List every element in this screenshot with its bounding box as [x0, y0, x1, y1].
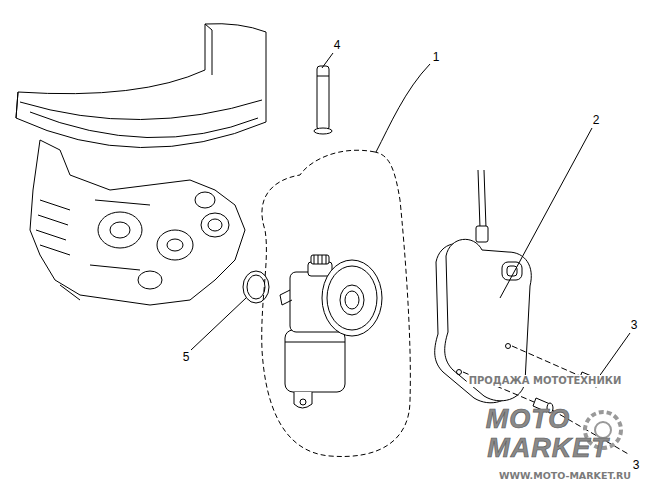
engine-boss	[98, 212, 142, 248]
pin-groove	[317, 76, 329, 77]
carb-bore	[345, 291, 359, 309]
cover-slot	[502, 262, 522, 280]
pin-flange	[314, 128, 332, 134]
carb-bore	[340, 285, 364, 315]
engine-block	[30, 140, 245, 305]
leader-line	[376, 64, 430, 152]
watermark-url: WWW.MOTO-MARKET.RU	[498, 470, 632, 482]
engine-fin	[36, 200, 70, 255]
engine-port	[201, 213, 229, 237]
float-bowl	[285, 330, 345, 392]
cable-sleeve	[476, 226, 488, 242]
carb-flange	[322, 260, 382, 336]
shroud	[16, 24, 266, 148]
engine-boss	[167, 239, 183, 251]
callout-number: 2	[592, 114, 601, 126]
engine-line	[60, 200, 150, 300]
float-bowl-rim	[285, 342, 345, 343]
engine-boss	[138, 271, 162, 289]
watermark-logo: MARKET	[487, 435, 609, 462]
carb-lever	[280, 290, 292, 305]
group-outline	[262, 150, 411, 456]
drain-nub	[294, 392, 312, 408]
callout-number: 1	[432, 51, 441, 63]
leader-line	[322, 53, 333, 68]
o-ring	[243, 271, 269, 303]
engine-boss	[195, 192, 215, 208]
leader-line	[191, 298, 246, 350]
watermark: ПРОДАЖА МОТОТЕХНИКИ	[467, 375, 624, 387]
shroud-rim	[20, 100, 262, 120]
screw-axis	[463, 346, 580, 402]
o-ring	[247, 275, 265, 299]
callout-number: 3	[630, 319, 639, 331]
callout-number: 3	[632, 459, 641, 471]
engine-port	[208, 219, 222, 231]
carb-cap	[311, 255, 329, 264]
carb-knurl	[314, 255, 326, 264]
leader-line	[598, 333, 630, 378]
carb-flange	[327, 266, 377, 330]
cover-slot	[507, 266, 517, 276]
shroud-rim	[205, 24, 212, 75]
engine-boss	[157, 230, 193, 260]
cable	[478, 170, 486, 228]
shroud-rim	[30, 112, 258, 138]
callout-number: 4	[333, 39, 342, 51]
screw-hole	[506, 344, 511, 349]
engine-boss	[110, 222, 130, 238]
watermark-logo: MOTO	[486, 406, 571, 433]
shroud-edge	[16, 92, 18, 118]
leader-line	[500, 128, 592, 298]
pin	[317, 66, 329, 130]
callout-number: 5	[182, 351, 191, 363]
screw-hole	[457, 370, 462, 375]
drain-nub	[300, 399, 306, 405]
